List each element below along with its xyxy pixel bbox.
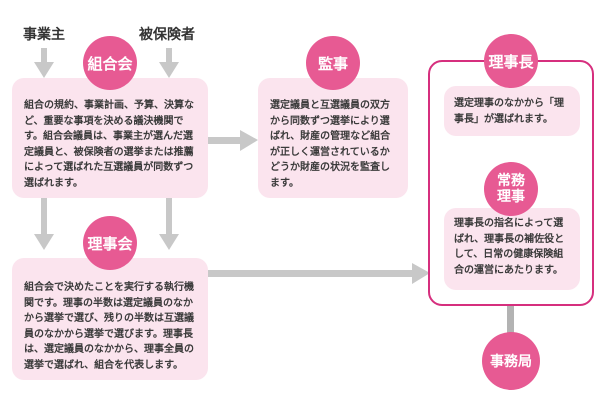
kumiaikai-box: 組合の規約、事業計画、予算、決算など、重要な事項を決める議決機関です。組合会議員…	[12, 78, 208, 198]
jimukyoku-title: 事務局	[490, 354, 532, 370]
kanji-title: 監事	[317, 54, 348, 73]
jomu-title-line1: 常務	[497, 172, 525, 189]
connector-frame-to-jimukyoku	[507, 306, 514, 342]
jomu-description: 理事長の指名によって選ばれ、理事長の補佐役として、日常の健康保険組合の運営にあた…	[454, 218, 565, 276]
arrow-employer-to-kumiaikai	[34, 48, 54, 78]
kanji-box: 選定議員と互選議員の双方から同数ずつ選挙により選ばれ、財産の管理など組合が正しく…	[258, 78, 408, 198]
kumiaikai-badge: 組合会	[83, 36, 137, 90]
kumiaikai-description: 組合の規約、事業計画、予算、決算など、重要な事項を決める議決機関です。組合会議員…	[24, 100, 194, 189]
kanji-description: 選定議員と互選議員の双方から同数ずつ選挙により選ばれ、財産の管理など組合が正しく…	[270, 100, 391, 189]
rijikai-description: 組合会で決めたことを実行する執行機関です。理事の半数は選定議員のなかから選挙で選…	[24, 282, 194, 371]
rijicho-badge: 理事長	[484, 34, 538, 88]
rijikai-badge: 理事会	[83, 216, 137, 270]
rijicho-title: 理事長	[488, 52, 534, 71]
kumiaikai-title: 組合会	[87, 54, 133, 73]
kanji-badge: 監事	[306, 36, 360, 90]
jomu-box: 理事長の指名によって選ばれ、理事長の補佐役として、日常の健康保険組合の運営にあた…	[444, 208, 580, 290]
rijicho-box: 選定理事のなかから「理事長」が選ばれます。	[444, 86, 580, 136]
rijikai-title: 理事会	[87, 234, 133, 253]
rijikai-box: 組合会で決めたことを実行する執行機関です。理事の半数は選定議員のなかから選挙で選…	[12, 258, 208, 380]
jimukyoku-badge: 事務局	[482, 332, 540, 390]
arrow-kumiaikai-to-kanji	[208, 130, 258, 151]
rijicho-description: 選定理事のなかから「理事長」が選ばれます。	[454, 98, 564, 125]
arrow-insured-to-kumiaikai	[159, 48, 179, 78]
arrow-kumiaikai-to-rijikai-right	[159, 198, 179, 250]
jomu-title-line2: 理事	[497, 189, 525, 205]
jomu-badge: 常務 理事	[484, 162, 538, 216]
arrow-rijikai-to-executive-frame	[208, 263, 430, 284]
insured-label: 被保険者	[139, 27, 195, 43]
arrow-kumiaikai-to-rijikai-left	[34, 198, 54, 250]
employer-label: 事業主	[23, 27, 65, 43]
